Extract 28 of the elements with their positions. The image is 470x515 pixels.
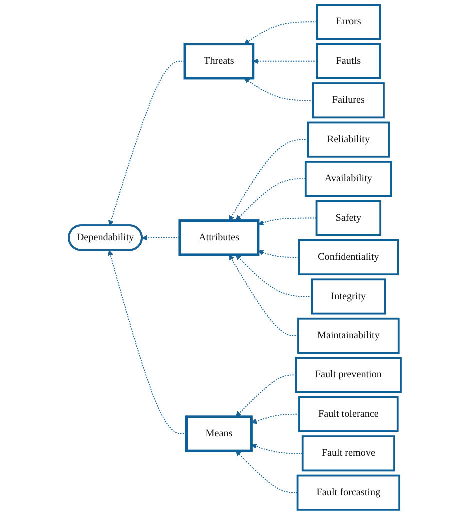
node-box: Fault remove [302, 436, 396, 472]
node-box: Confidentiality [298, 239, 400, 276]
arrow [229, 139, 309, 222]
node-box: Availability [304, 161, 392, 198]
node-box: Attributes [178, 220, 260, 256]
node-box: Reliability [307, 122, 390, 158]
arrow [236, 254, 313, 298]
node-box: Failures [312, 82, 385, 119]
node-box: Integrity [311, 278, 386, 315]
node-box: Errors [316, 4, 382, 40]
node-box: Fault tolerance [298, 396, 399, 432]
node-box: Maintainability [298, 318, 400, 354]
node-box: Fault prevention [295, 357, 402, 394]
node-box: Means [185, 416, 253, 452]
node-box: Fautls [316, 43, 381, 80]
arrow [253, 58, 318, 64]
arrow [251, 444, 304, 454]
arrow [236, 178, 306, 222]
arrow [236, 374, 297, 418]
arrow [244, 78, 314, 102]
arrow [258, 218, 318, 226]
arrow [229, 254, 299, 336]
node-box: Fault forcasting [296, 474, 401, 511]
node-box: Threats [184, 43, 255, 80]
arrow [236, 450, 298, 494]
arrow [142, 235, 180, 241]
node-box: Safety [316, 200, 382, 236]
arrow [251, 414, 300, 424]
